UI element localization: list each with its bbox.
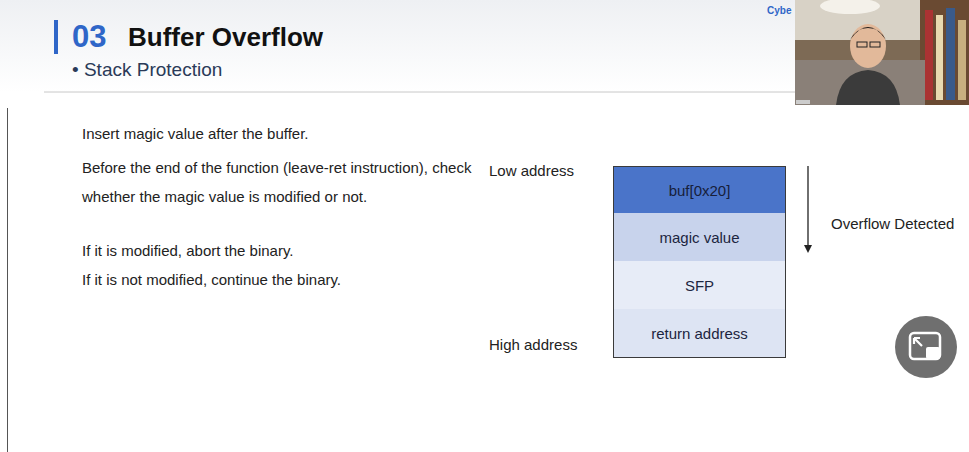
section-number: 03 <box>72 18 106 55</box>
stack-slot: magic value <box>613 213 786 262</box>
slot-label: SFP <box>679 277 720 294</box>
slot-label: return address <box>645 325 754 342</box>
logo-text: Cybe <box>767 5 791 17</box>
body-text: Before the end of the function (leave-re… <box>82 154 474 212</box>
slide-title: Buffer Overflow <box>128 22 323 53</box>
frame-line <box>7 108 8 452</box>
direction-arrow <box>807 166 808 246</box>
stack-slot: return address <box>613 309 786 358</box>
body-text: If it is modified, abort the binary. <box>82 242 294 260</box>
header-rule <box>44 92 795 93</box>
slot-label: magic value <box>653 229 745 246</box>
arrow-head <box>804 245 812 253</box>
arrow-label: Overflow Detected <box>831 215 954 233</box>
stack-slot: buf[0x20] <box>613 166 786 215</box>
address-label: Low address <box>489 162 574 180</box>
webcam-view <box>795 0 969 105</box>
slide-subtitle: • Stack Protection <box>72 59 222 82</box>
address-label: High address <box>489 336 577 354</box>
body-text: Insert magic value after the buffer. <box>82 125 309 143</box>
body-text: If it is not modified, continue the bina… <box>82 271 341 289</box>
stack-slot: SFP <box>613 261 786 310</box>
slot-label: buf[0x20] <box>663 182 737 199</box>
share-button <box>895 316 957 378</box>
title-bar <box>54 20 58 54</box>
